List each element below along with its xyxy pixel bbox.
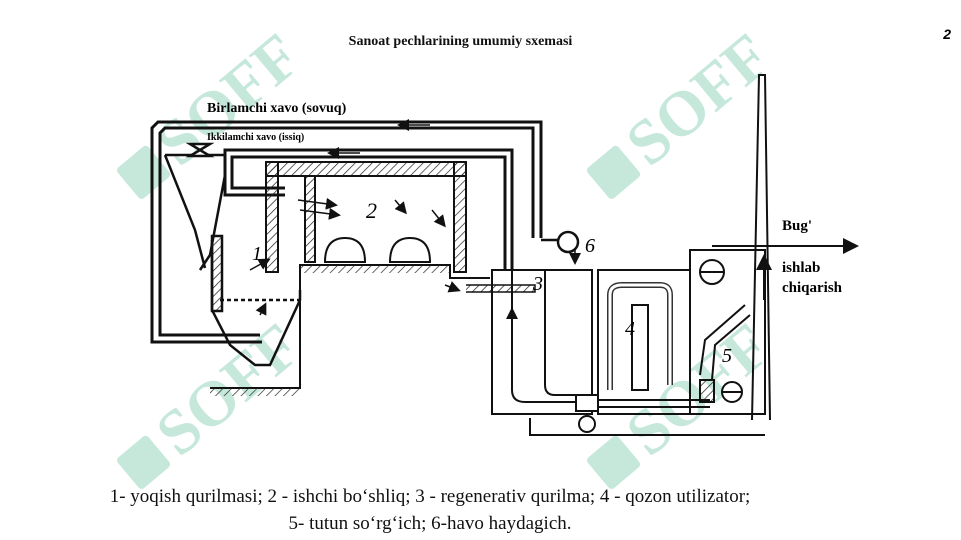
production-label-1: ishlab bbox=[782, 260, 820, 276]
ground-hatch bbox=[210, 388, 300, 396]
caption-line-2: 5- tutun so‘rg‘ich; 6-havo haydagich. bbox=[288, 513, 572, 534]
chimney bbox=[751, 74, 771, 421]
primary-air-pipe bbox=[150, 119, 543, 344]
boiler-utilizer bbox=[597, 269, 691, 415]
watermark-logo-icon bbox=[117, 435, 171, 489]
regenerator bbox=[491, 269, 593, 415]
air-fan bbox=[556, 230, 580, 254]
smoke-exhauster bbox=[689, 249, 766, 415]
ground-hatch bbox=[300, 265, 450, 273]
component-number-6: 6 bbox=[585, 235, 595, 257]
bottom-collector bbox=[529, 394, 765, 436]
component-number-5: 5 bbox=[722, 345, 732, 367]
flue-duct bbox=[466, 284, 536, 293]
component-number-3: 3 bbox=[532, 273, 543, 295]
production-label-2: chiqarish bbox=[782, 280, 843, 296]
watermark-logo-icon bbox=[587, 145, 641, 199]
page-number: 2 bbox=[943, 26, 951, 42]
steam-label: Bug' bbox=[782, 218, 812, 234]
watermark-logo-icon bbox=[117, 145, 171, 199]
watermark-logo-icon bbox=[587, 435, 641, 489]
secondary-air-pipe bbox=[223, 147, 514, 270]
secondary-air-label: Ikkilamchi xavo (issiq) bbox=[207, 132, 304, 143]
page-title: Sanoat pechlarining umumiy sxemasi bbox=[348, 34, 573, 49]
flow-arrows bbox=[249, 197, 581, 316]
working-chamber bbox=[265, 161, 467, 273]
component-number-1: 1 bbox=[252, 243, 262, 265]
primary-air-label: Birlamchi xavo (sovuq) bbox=[207, 101, 347, 116]
caption-line-1: 1- yoqish qurilmasi; 2 - ishchi bo‘shliq… bbox=[109, 486, 751, 507]
component-number-4: 4 bbox=[625, 318, 635, 340]
component-number-2: 2 bbox=[366, 198, 377, 223]
